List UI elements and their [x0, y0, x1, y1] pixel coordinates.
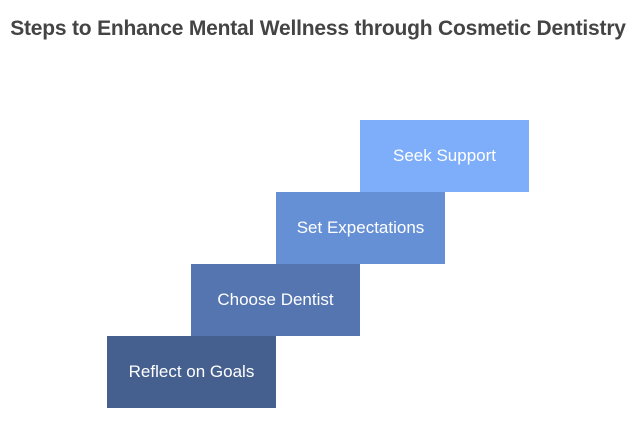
step-choose-dentist: Choose Dentist	[191, 264, 360, 336]
diagram-title: Steps to Enhance Mental Wellness through…	[10, 17, 626, 40]
step-set-expectations: Set Expectations	[276, 192, 445, 264]
step-label: Choose Dentist	[217, 290, 334, 309]
step-label: Reflect on Goals	[128, 362, 255, 381]
step-seek-support: Seek Support	[360, 120, 529, 192]
step-reflect-on-goals: Reflect on Goals	[107, 336, 276, 408]
step-label: Set Expectations	[296, 218, 425, 237]
step-label: Seek Support	[392, 146, 496, 165]
